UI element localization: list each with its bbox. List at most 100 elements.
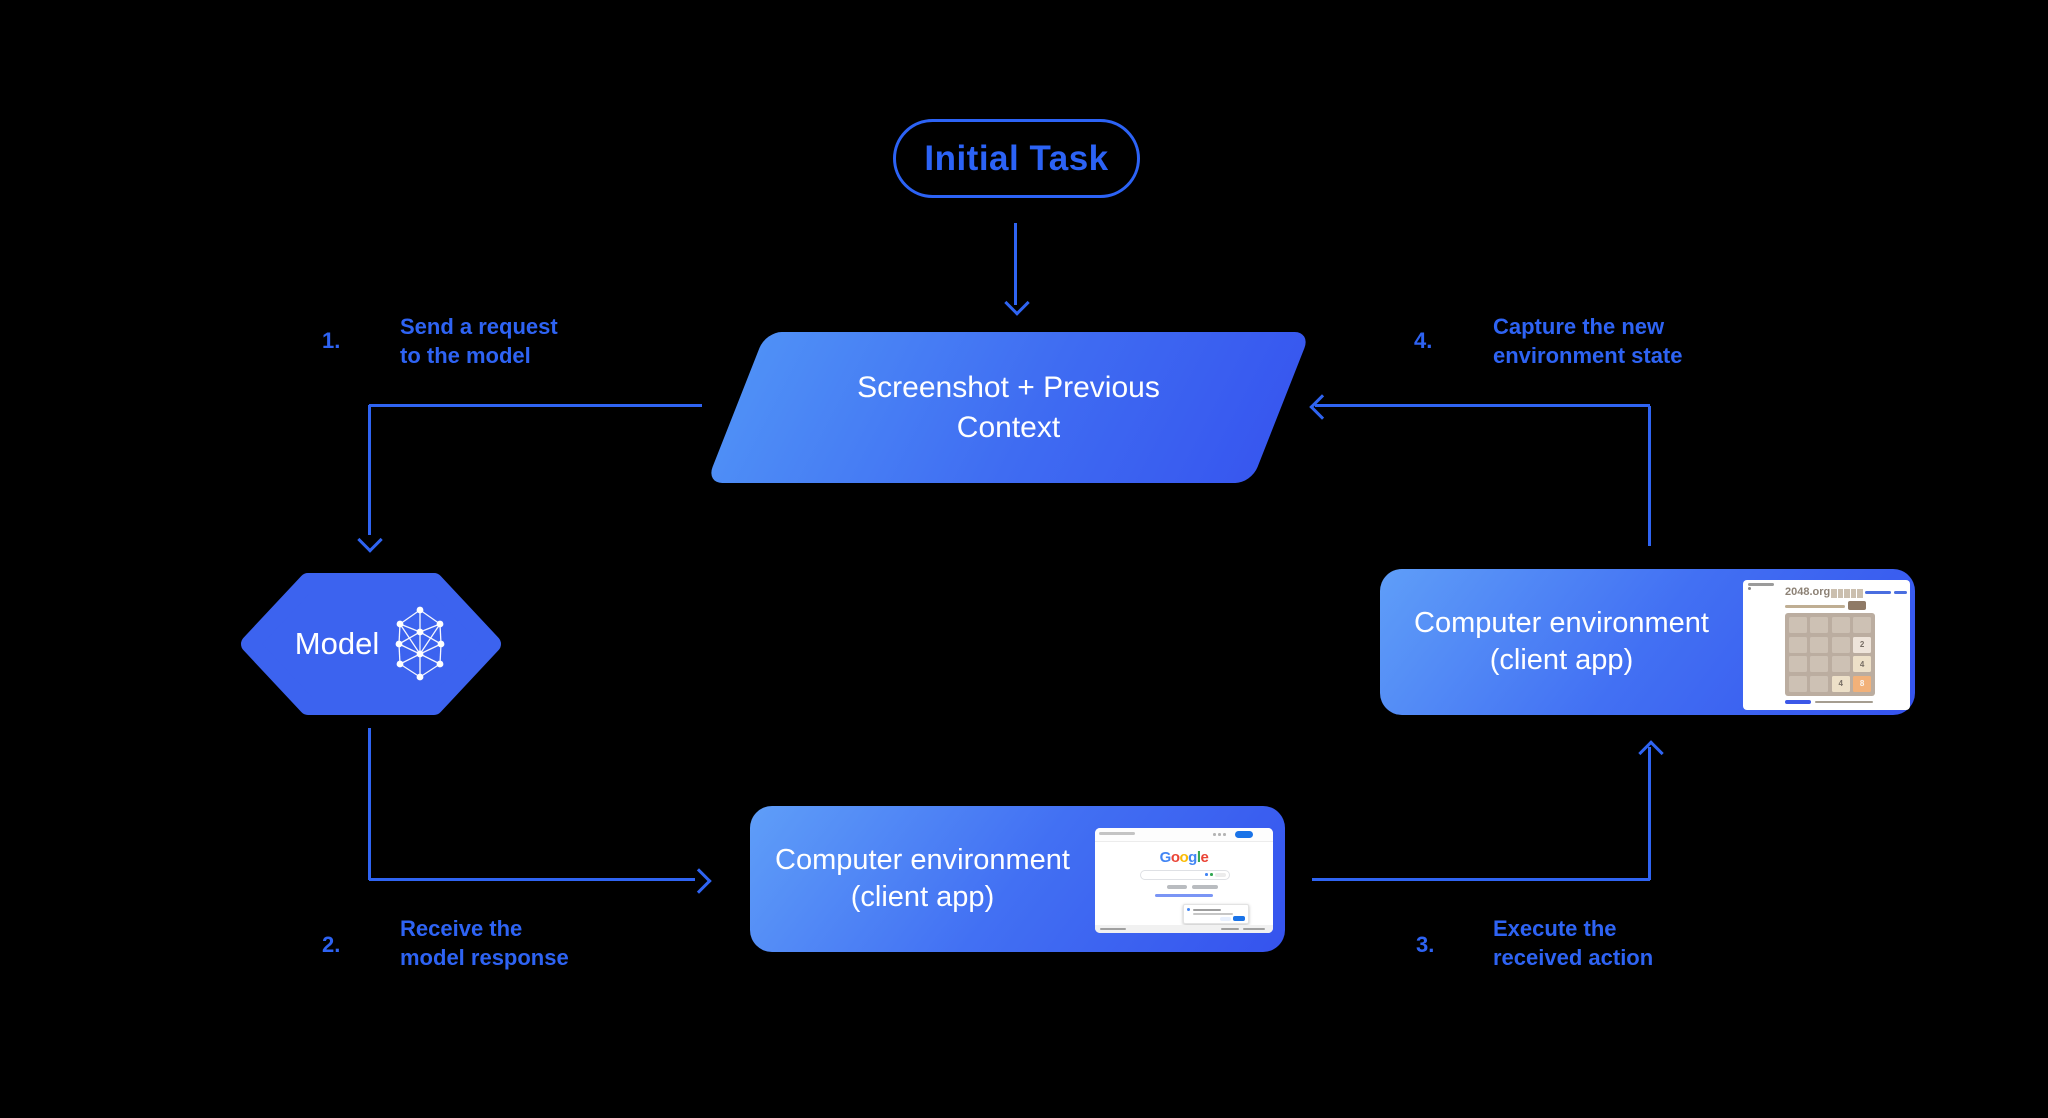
arrow-step2-horizontal	[369, 878, 695, 881]
step-3-line1: Execute the	[1493, 916, 1617, 941]
sign-in-button	[1235, 831, 1253, 838]
step-1-line2: to the model	[400, 343, 531, 368]
arrowhead-down-icon	[1004, 290, 1030, 316]
google-logo: Google	[1095, 849, 1273, 866]
site-title: 2048.org	[1785, 586, 1831, 598]
env-right-line2: (client app)	[1489, 644, 1634, 676]
google-logo-letter: e	[1200, 849, 1209, 866]
score-box	[1857, 589, 1863, 598]
model-content: Model	[240, 570, 502, 718]
browser-text-placeholder	[1748, 583, 1774, 586]
arrow-step3-horizontal	[1312, 878, 1650, 881]
google-search-screenshot: Google	[1095, 828, 1273, 933]
step-3-label: Execute the received action	[1493, 914, 1653, 972]
arrowhead-right-icon	[686, 868, 712, 894]
grid-cell	[1810, 636, 1829, 653]
footer-link-placeholder	[1100, 927, 1126, 930]
screenshot-context-line1: Screenshot + Previous	[857, 370, 1160, 404]
neural-network-icon	[395, 606, 445, 681]
arrowhead-left-icon	[1309, 394, 1335, 420]
env-right-line1: Computer environment	[1414, 607, 1709, 639]
computer-environment-bottom-label: Computer environment (client app)	[750, 806, 1095, 952]
lens-icon	[1210, 873, 1213, 876]
step-2-line2: model response	[400, 945, 569, 970]
arrow-step4-horizontal	[1315, 404, 1650, 407]
menu-dot-icon	[1223, 833, 1226, 836]
grid-cell	[1810, 617, 1829, 634]
url-text-placeholder	[1099, 832, 1135, 835]
step-2-line1: Receive the	[400, 916, 523, 941]
dialog-secondary-button	[1220, 916, 1231, 921]
mic-icon	[1205, 873, 1208, 876]
grid-tile-8: 8	[1853, 675, 1872, 692]
tagline-placeholder	[1785, 605, 1845, 608]
search-hint-placeholder	[1215, 872, 1226, 877]
env-bottom-line1: Computer environment	[775, 844, 1070, 876]
new-game-button	[1848, 601, 1866, 610]
grid-cell	[1789, 617, 1807, 634]
score-box	[1844, 589, 1850, 598]
grid-cell	[1810, 656, 1829, 673]
grid-cell	[1789, 636, 1807, 653]
grid-tile-4: 4	[1831, 675, 1850, 692]
score-box	[1831, 589, 1837, 598]
step-3-line2: received action	[1493, 945, 1654, 970]
top-link-placeholder	[1865, 591, 1891, 594]
feeling-lucky-button	[1192, 885, 1218, 889]
step-4-label: Capture the new environment state	[1493, 312, 1683, 370]
search-input	[1140, 870, 1230, 880]
google-logo-letter: o	[1179, 849, 1189, 866]
step-1-number: 1.	[322, 328, 341, 353]
step-3-number: 3.	[1416, 932, 1435, 957]
initial-task-node: Initial Task	[893, 119, 1140, 198]
game-grid: 2 4 4 8	[1785, 613, 1875, 696]
grid-cell	[1789, 656, 1807, 673]
score-boxes	[1831, 589, 1863, 598]
menu-dot-icon	[1213, 833, 1216, 836]
grid-cell	[1831, 617, 1850, 634]
browser-icon-placeholder	[1748, 587, 1751, 590]
howto-text-placeholder	[1815, 700, 1873, 703]
model-label: Model	[294, 626, 380, 661]
arrow-step1-horizontal	[369, 404, 702, 407]
dialog-primary-button	[1233, 916, 1245, 921]
footer-link-placeholder	[1221, 927, 1239, 930]
arrow-step4-vertical	[1648, 406, 1651, 546]
computer-environment-right-node: Computer environment (client app) 2048.o…	[1380, 569, 1915, 715]
browser-chrome	[1095, 828, 1273, 842]
grid-tile-4: 4	[1853, 656, 1872, 673]
grid-cell	[1810, 675, 1829, 692]
grid-cell	[1831, 636, 1850, 653]
dialog-icon	[1187, 908, 1190, 911]
grid-cell	[1789, 675, 1807, 692]
score-box	[1837, 589, 1843, 598]
arrow-step2-vertical	[368, 728, 371, 880]
hexagon-shape	[241, 573, 501, 715]
arrowhead-down-icon	[357, 527, 383, 553]
step-1-line1: Send a request	[400, 314, 558, 339]
google-logo-letter: l	[1196, 849, 1201, 866]
arrowhead-up-icon	[1638, 740, 1664, 766]
arrow-step3-vertical	[1648, 747, 1651, 880]
arrow-step1-vertical	[368, 405, 371, 535]
computer-environment-bottom-node: Computer environment (client app) Google	[750, 806, 1285, 952]
env-bottom-line2: (client app)	[850, 881, 995, 913]
screenshot-context-line2: Context	[956, 410, 1061, 444]
language-links-placeholder	[1155, 894, 1213, 897]
screenshot-context-label: Screenshot + Previous Context	[736, 332, 1281, 483]
step-4-line2: environment state	[1493, 343, 1683, 368]
step-4-line1: Capture the new	[1493, 314, 1665, 339]
google-logo-letter: g	[1188, 849, 1197, 866]
score-box	[1850, 589, 1856, 598]
dialog-text-placeholder	[1193, 913, 1233, 915]
arrow-initial-vertical	[1014, 223, 1017, 305]
google-footer	[1095, 925, 1273, 933]
consent-dialog	[1183, 904, 1249, 924]
model-node	[240, 570, 502, 718]
howto-link-placeholder	[1785, 700, 1811, 704]
grid-cell	[1831, 656, 1850, 673]
grid-cell	[1853, 617, 1872, 634]
footer-link-placeholder	[1243, 927, 1265, 930]
google-search-button	[1167, 885, 1187, 889]
